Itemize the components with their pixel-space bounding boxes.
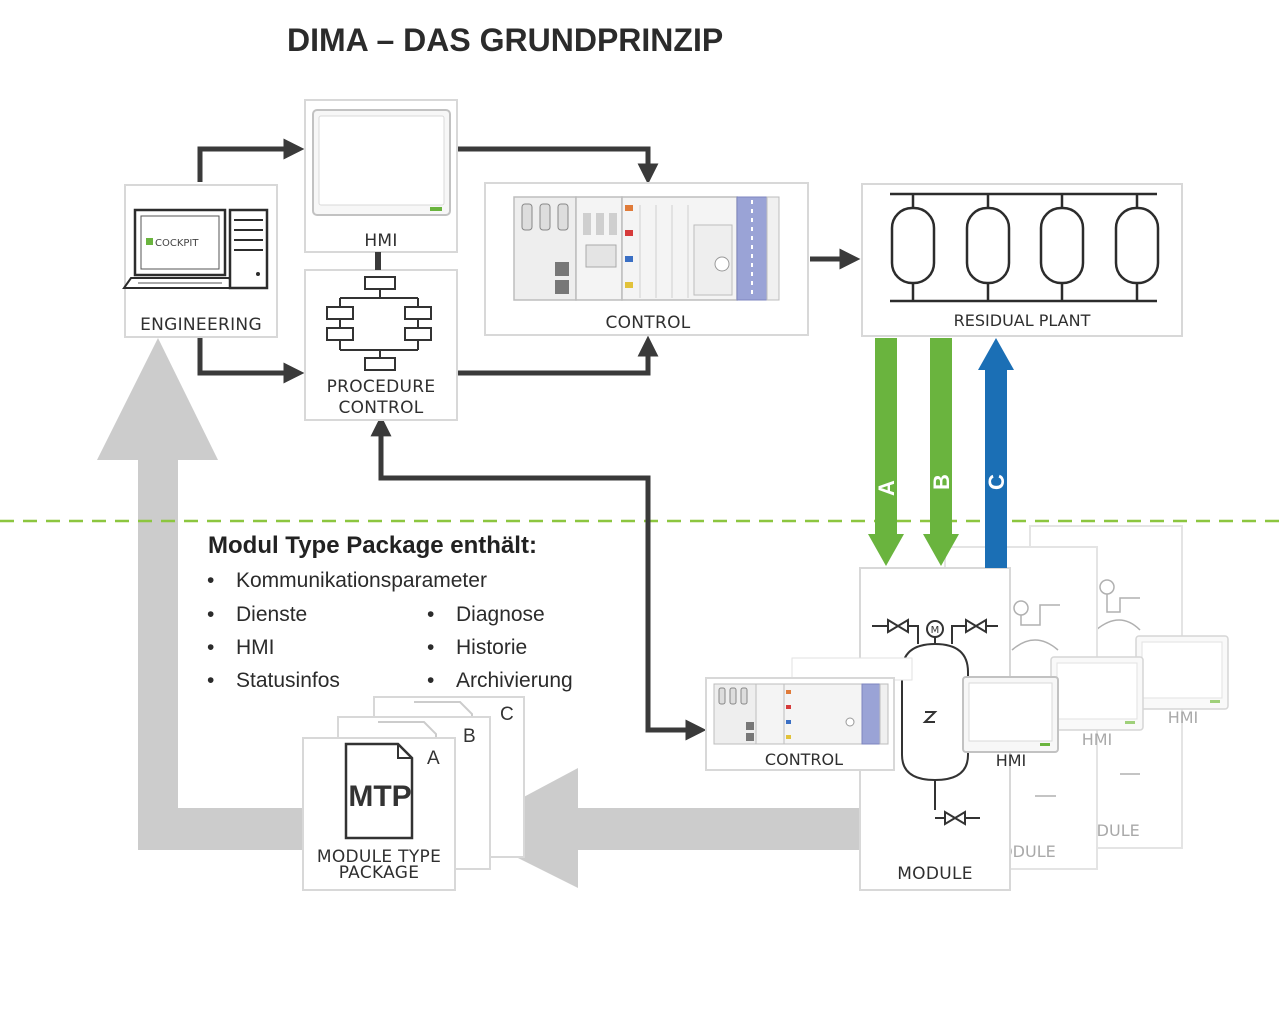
mtp-label-line2: PACKAGE (339, 863, 420, 883)
mtp-item-dienste: Dienste (236, 603, 307, 626)
procedure-control-node: PROCEDURE CONTROL (304, 252, 458, 421)
mtp-contents: Modul Type Package enthält: • Kommunikat… (207, 532, 573, 692)
interface-a-letter: A (874, 480, 899, 496)
mtp-sheet-c: C (500, 704, 514, 725)
module-hmi-label: HMI (996, 751, 1027, 770)
procedure-control-label-line2: CONTROL (338, 398, 423, 418)
diagram-title: DIMA – DAS GRUNDPRINZIP (287, 22, 723, 58)
interface-c-letter: C (984, 474, 1009, 490)
mtp-feedback-arrow (97, 338, 308, 850)
procedure-control-label-line1: PROCEDURE (327, 377, 436, 397)
module-to-mtp-arrow (462, 768, 860, 888)
interface-arrow-c: C (978, 338, 1014, 568)
bullet: • (427, 636, 434, 659)
control-node: CONTROL (484, 182, 809, 336)
hmi-label: HMI (364, 231, 397, 251)
control-label: CONTROL (605, 313, 690, 333)
module-ghost-2-hmi-label: HMI (1168, 708, 1199, 727)
mtp-item-statusinfos: Statusinfos (236, 669, 340, 692)
mtp-item-kommunikationsparameter: Kommunikationsparameter (236, 569, 487, 592)
mtp-item-archivierung: Archivierung (456, 669, 573, 692)
flowchart-icon (326, 276, 432, 371)
dark-connectors (197, 138, 861, 741)
interface-arrow-b: B (923, 338, 959, 566)
engineering-node: COCKPIT ENGINEERING (122, 184, 278, 338)
residual-plant-label: RESIDUAL PLANT (954, 311, 1091, 330)
module-control: CONTROL (705, 657, 913, 771)
computer-icon: COCKPIT (122, 208, 269, 290)
module-icon-m: M (931, 625, 940, 636)
interface-b-letter: B (929, 474, 954, 490)
hmi-panel-icon (312, 109, 451, 216)
interface-arrow-a: A (868, 338, 904, 566)
module-label: MODULE (897, 864, 973, 884)
residual-plant-node: RESIDUAL PLANT (861, 183, 1183, 337)
reactor-vessel-icon (872, 618, 998, 826)
mtp-sheet-a: A (427, 748, 440, 769)
bullet: • (207, 603, 214, 626)
mtp-item-historie: Historie (456, 636, 527, 659)
plc-hardware-icon (513, 196, 780, 301)
bullet: • (427, 669, 434, 692)
module-hmi: HMI (962, 676, 1059, 770)
mtp-item-diagnose: Diagnose (456, 603, 545, 626)
mtp-item-hmi: HMI (236, 636, 275, 659)
engineering-label: ENGINEERING (140, 315, 262, 335)
module-plc-icon (713, 683, 889, 745)
mtp-contents-heading: Modul Type Package enthält: (208, 532, 537, 559)
mtp-icon-text: MTP (348, 780, 411, 813)
bullet: • (207, 669, 214, 692)
bullet: • (207, 569, 214, 592)
tank-array-icon (890, 192, 1160, 303)
mtp-label-line1: MODULE TYPE (317, 847, 441, 867)
module-ghost-1-hmi-label: HMI (1082, 730, 1113, 749)
bullet: • (427, 603, 434, 626)
mtp-package-node: C B A MTP MODULE TYPE PACKAGE (302, 696, 525, 891)
bullet: • (207, 636, 214, 659)
hmi-node: HMI (304, 99, 458, 253)
engineering-screen-text: COCKPIT (155, 238, 199, 249)
module-control-label: CONTROL (765, 750, 843, 769)
mtp-sheet-b: B (463, 726, 476, 747)
